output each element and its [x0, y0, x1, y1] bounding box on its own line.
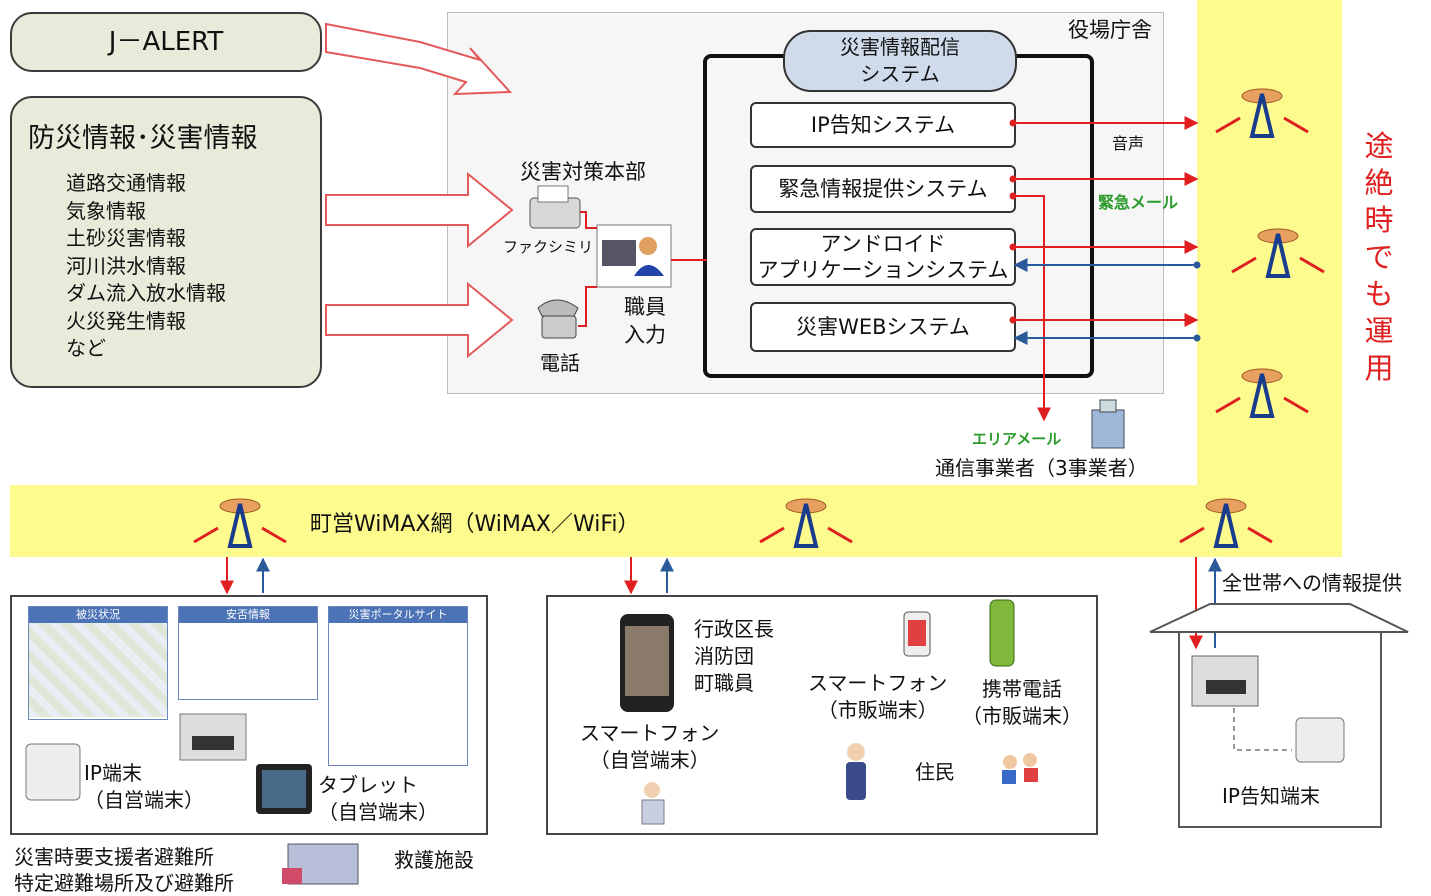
- rescue-label: 救護施設: [394, 848, 474, 872]
- children-icon: [1002, 753, 1038, 784]
- fax-label: ファクシミリ: [503, 238, 594, 256]
- house-roof: [1149, 603, 1409, 633]
- antenna-tower-icon: [193, 498, 287, 548]
- emergency-info-system: 緊急情報提供システム: [750, 165, 1016, 213]
- staff-input-label: 職員 入力: [624, 295, 666, 347]
- antenna-tower-icon: [759, 498, 853, 548]
- antenna-tower-icon: [1215, 368, 1309, 418]
- android-app-system: アンドロイド アプリケーションシステム: [750, 228, 1016, 286]
- info-arrow-top: [325, 171, 514, 249]
- phone-to-staff-line: [578, 286, 597, 327]
- map-thumbnail: [29, 623, 167, 717]
- shelter-caption: 災害時要支援者避難所 特定避難場所及び避難所: [14, 845, 234, 895]
- jalert-label: J－ALERT: [108, 27, 224, 57]
- antenna-tower-icon: [1179, 498, 1273, 548]
- list-item: 河川洪水情報: [66, 253, 186, 278]
- office-title: 役場庁舎: [1068, 18, 1152, 42]
- list-item: 道路交通情報: [66, 171, 186, 195]
- retail-phone-label: 携帯電話 （市販端末）: [962, 677, 1082, 728]
- residents-label: 住民: [915, 760, 955, 784]
- rescue-facility-icon: [282, 843, 359, 885]
- shelter-router-icon: [179, 713, 247, 761]
- resident-elder-icon: [846, 743, 866, 800]
- connector-dots: [1009, 119, 1017, 324]
- own-smartphone-icon: [620, 614, 674, 712]
- jalert-box: J－ALERT: [10, 12, 322, 72]
- hq-label: 災害対策本部: [520, 160, 646, 184]
- jalert-arrow: [325, 22, 513, 96]
- disaster-info-list: 道路交通情報 気象情報 土砂災害情報 河川洪水情報 ダム流入放水情報 火災発生情…: [66, 170, 226, 363]
- list-item: 土砂災害情報: [66, 226, 186, 250]
- list-item: など: [66, 336, 106, 360]
- area-mail-label: エリアメール: [972, 430, 1062, 448]
- list-item: ダム流入放水情報: [66, 281, 226, 305]
- antenna-tower-icon: [1231, 228, 1325, 278]
- disaster-info-title: 防災情報･災害情報: [28, 123, 258, 154]
- ip-terminal-label: IP端末 （自営端末）: [84, 761, 204, 812]
- household-title: 全世帯への情報提供: [1222, 571, 1402, 595]
- router-phone-dashed-line: [1233, 708, 1292, 751]
- area-mail-arrow: [1013, 195, 1051, 422]
- disaster-web-system: 災害WEBシステム: [750, 302, 1016, 352]
- router-icon: [1191, 655, 1259, 707]
- officials-label: 行政区長 消防団 町職員: [694, 617, 774, 695]
- safety-info-screen: 安否情報: [178, 606, 318, 700]
- own-smartphone-label: スマートフォン （自営端末）: [580, 721, 720, 772]
- carrier-label: 通信事業者（3事業者）: [935, 456, 1148, 480]
- android-app-system-label: アンドロイド アプリケーションシステム: [757, 232, 1009, 282]
- ip-notice-system-label: IP告知システム: [810, 113, 956, 137]
- disaster-web-system-label: 災害WEBシステム: [796, 315, 970, 339]
- retail-phone-icon: [989, 599, 1015, 667]
- phone-icon: [537, 299, 579, 339]
- ip-notice-terminal-label: IP告知端末: [1222, 784, 1320, 808]
- damage-status-title: 被災状況: [29, 607, 167, 623]
- fax-to-staff-line: [580, 211, 597, 229]
- carrier-building-icon: [1091, 399, 1125, 449]
- outage-note: 途絶時でも運用: [1364, 129, 1394, 385]
- list-item: 気象情報: [66, 198, 146, 223]
- official-figure-icon: [641, 782, 665, 825]
- damage-status-screen: 被災状況: [28, 606, 168, 720]
- fax-icon: [529, 185, 581, 229]
- retail-smartphone-label: スマートフォン （市販端末）: [808, 671, 948, 722]
- emergency-mail-label: 緊急メール: [1098, 193, 1179, 212]
- emergency-info-system-label: 緊急情報提供システム: [778, 177, 988, 201]
- ip-phone-icon: [1295, 717, 1345, 763]
- ip-terminal-icon: [25, 743, 81, 801]
- portal-title: 災害ポータルサイト: [329, 607, 467, 623]
- info-arrow-bottom: [325, 281, 514, 359]
- safety-info-title: 安否情報: [179, 607, 317, 623]
- tablet-icon: [256, 764, 312, 814]
- antenna-tower-icon: [1215, 88, 1309, 138]
- phone-label: 電話: [540, 351, 580, 375]
- disaster-info-box: 防災情報･災害情報 道路交通情報 気象情報 土砂災害情報 河川洪水情報 ダム流入…: [10, 96, 322, 388]
- staff-computer-icon: [596, 224, 672, 288]
- tablet-label: タブレット （自営端末）: [318, 773, 438, 824]
- retail-smartphone-icon: [903, 611, 931, 657]
- voice-label: 音声: [1112, 134, 1145, 153]
- dist-system-title: 災害情報配信 システム: [783, 30, 1017, 92]
- portal-screen: 災害ポータルサイト: [328, 606, 468, 766]
- dist-system-label: 災害情報配信 システム: [840, 35, 960, 86]
- wimax-label: 町営WiMAX網（WiMAX／WiFi）: [310, 512, 640, 537]
- list-item: 火災発生情報: [66, 308, 186, 333]
- ip-notice-system: IP告知システム: [750, 102, 1016, 148]
